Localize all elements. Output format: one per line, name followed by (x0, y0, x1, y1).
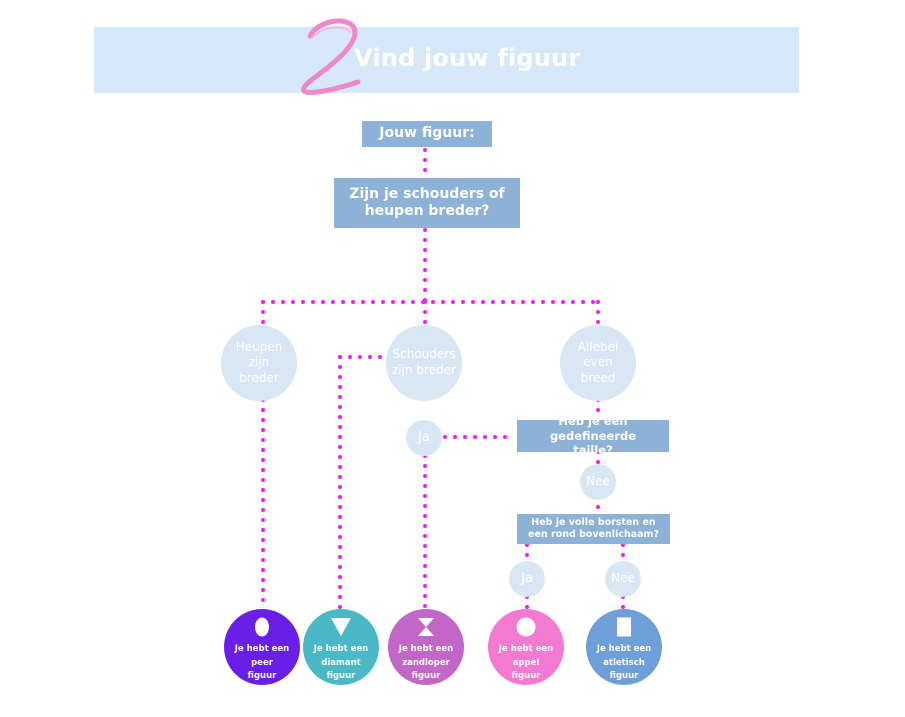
hourglass-icon (418, 618, 434, 636)
result-line-1: Je hebt een (234, 644, 290, 654)
question-shoulders-hips: Zijn je schouders of heupen breder? (334, 178, 520, 228)
result-line-2: peer (251, 657, 273, 668)
page-title: Vind jouw figuur (354, 44, 581, 72)
result-apple: Je hebt een appel figuur (488, 609, 564, 685)
oval-icon (255, 617, 269, 637)
result-line-1: Je hebt een (498, 644, 554, 654)
result-line-1: Je hebt een (596, 644, 652, 654)
option-hips-wider: Heupen zijn breder (221, 325, 297, 401)
answer-waist-yes: Ja (406, 420, 442, 456)
result-line-2: diamant (321, 657, 361, 668)
result-line-3: figuur (247, 671, 277, 682)
result-athletic: Je hebt een atletisch figuur (586, 609, 662, 685)
rectangle-icon (617, 617, 631, 637)
header-banner (94, 27, 799, 93)
triangle-icon (331, 618, 351, 636)
answer-waist-no: Nee (580, 464, 616, 500)
option-both-equal: Allebei even breed (560, 325, 636, 401)
question-full-bust: Heb je volle borsten en een rond bovenli… (517, 514, 670, 544)
option-shoulders-wider: Schouders zijn breder (386, 325, 462, 401)
result-hourglass: Je hebt een zandloper figuur (388, 609, 464, 685)
answer-bust-yes: Ja (509, 561, 545, 597)
result-pear: Je hebt een peer figuur (224, 609, 300, 685)
result-line-1: Je hebt een (398, 644, 454, 654)
answer-bust-no: Nee (605, 561, 641, 597)
root-box: Jouw figuur: (362, 121, 492, 147)
result-line-2: zandloper (402, 657, 450, 668)
result-line-2: appel (512, 657, 540, 668)
result-line-1: Je hebt een (313, 644, 369, 654)
result-line-3: figuur (511, 671, 541, 682)
question-defined-waist: Heb je een gedefineerde taille? (517, 414, 669, 457)
circle-icon (516, 617, 536, 637)
result-line-3: figuur (609, 671, 639, 682)
result-line-2: atletisch (603, 657, 645, 668)
result-line-3: figuur (411, 671, 441, 682)
result-line-3: figuur (326, 671, 356, 682)
step-number-2 (301, 18, 361, 95)
result-diamond: Je hebt een diamant figuur (303, 609, 379, 685)
